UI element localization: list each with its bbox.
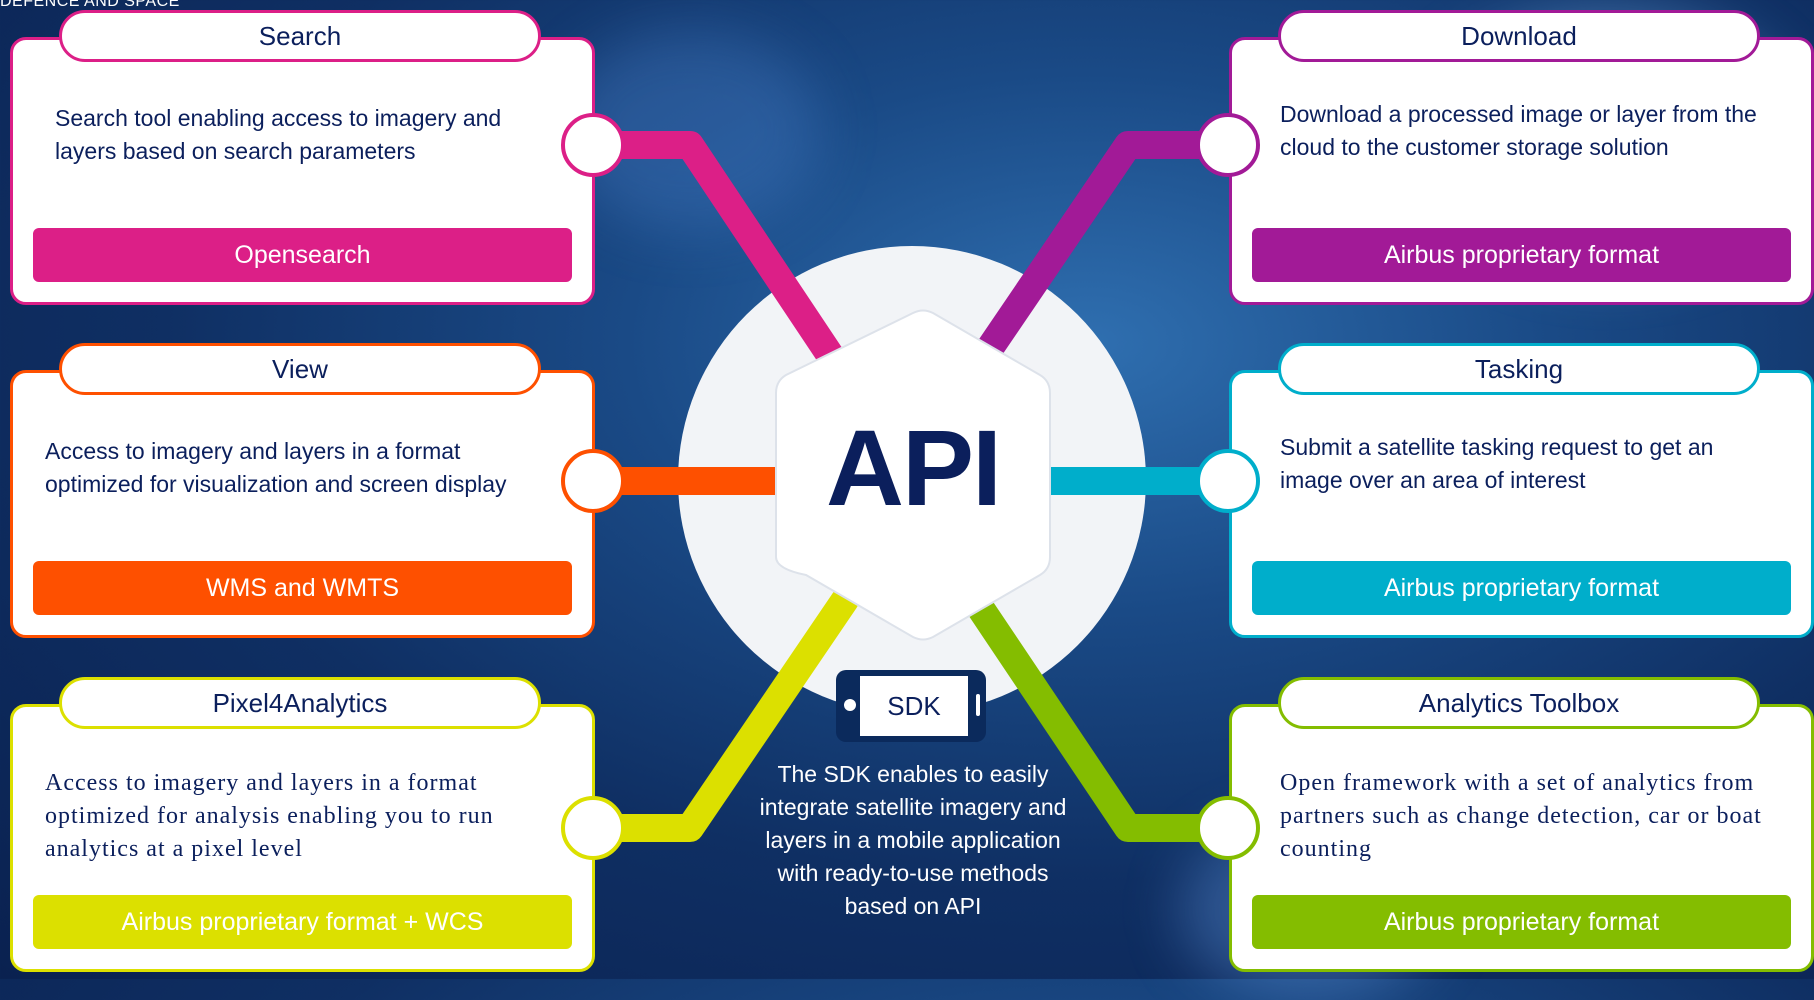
- download-button[interactable]: Airbus proprietary format: [1252, 228, 1791, 282]
- view-description: Access to imagery and layers in a format…: [45, 438, 507, 497]
- search-button[interactable]: Opensearch: [33, 228, 572, 282]
- sdk-description: The SDK enables to easily integrate sate…: [759, 761, 1067, 919]
- analytics-title: Analytics Toolbox: [1278, 677, 1760, 729]
- pixel-button[interactable]: Airbus proprietary format + WCS: [33, 895, 572, 949]
- connector-lines: [576, 131, 1242, 842]
- phone-button-icon: [844, 699, 856, 711]
- tasking-button[interactable]: Airbus proprietary format: [1252, 561, 1791, 615]
- pixel-title: Pixel4Analytics: [59, 677, 541, 729]
- search-card: Search Search tool enabling access to im…: [10, 10, 595, 305]
- phone-speaker-icon: [976, 694, 980, 716]
- view-button[interactable]: WMS and WMTS: [33, 561, 572, 615]
- analytics-card: Analytics Toolbox Open framework with a …: [1229, 677, 1814, 972]
- analytics-connector: [961, 586, 1242, 842]
- sdk-label: SDK: [860, 676, 968, 736]
- analytics-button[interactable]: Airbus proprietary format: [1252, 895, 1791, 949]
- download-title: Download: [1278, 10, 1760, 62]
- analytics-description: Open framework with a set of analytics f…: [1280, 770, 1762, 862]
- tasking-description: Submit a satellite tasking request to ge…: [1280, 434, 1714, 493]
- download-connector: [961, 131, 1242, 384]
- pixel-node: [561, 796, 625, 860]
- view-title: View: [59, 343, 541, 395]
- pixel-description: Access to imagery and layers in a format…: [45, 770, 494, 862]
- download-description: Download a processed image or layer from…: [1280, 101, 1757, 160]
- tasking-title: Tasking: [1278, 343, 1760, 395]
- download-node: [1196, 113, 1260, 177]
- analytics-node: [1196, 796, 1260, 860]
- pixel-card: Pixel4Analytics Access to imagery and la…: [10, 677, 595, 972]
- sdk-phone-icon: SDK: [836, 670, 986, 742]
- api-hexagon: [775, 309, 1051, 641]
- search-description: Search tool enabling access to imagery a…: [55, 105, 502, 164]
- view-card: View Access to imagery and layers in a f…: [10, 343, 595, 638]
- header-text: DEFENCE AND SPACE: [0, 0, 180, 10]
- tasking-card: Tasking Submit a satellite tasking reque…: [1229, 343, 1814, 638]
- api-label: API: [825, 407, 1002, 528]
- download-card: Download Download a processed image or l…: [1229, 10, 1814, 305]
- view-node: [561, 449, 625, 513]
- search-title: Search: [59, 10, 541, 62]
- tasking-node: [1196, 449, 1260, 513]
- search-node: [561, 113, 625, 177]
